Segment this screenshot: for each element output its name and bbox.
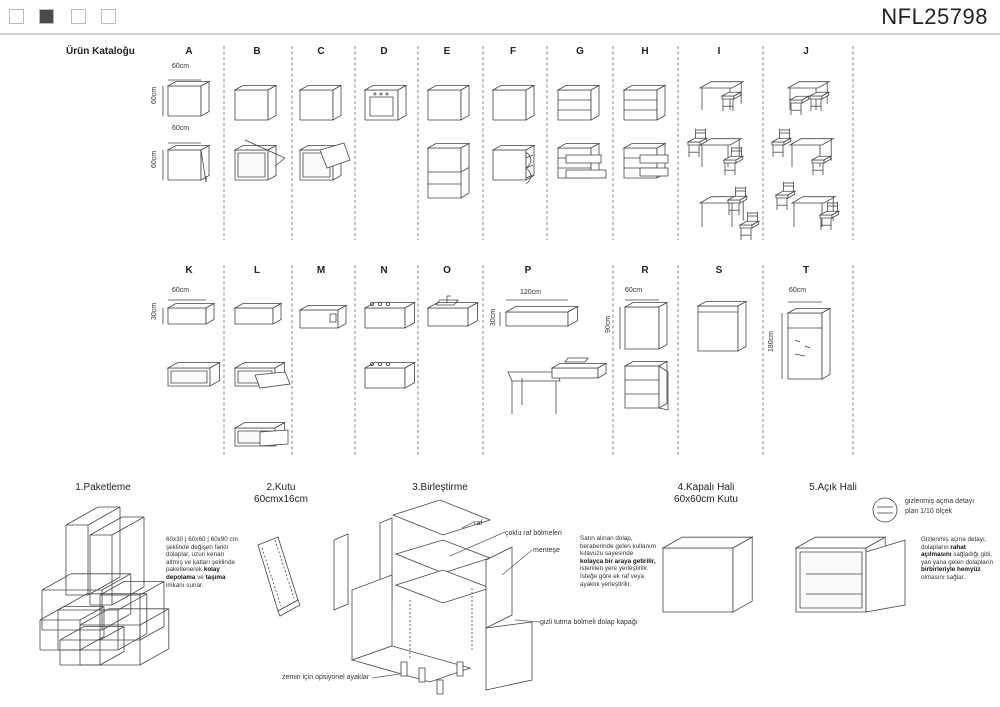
callout-shelf: raf [474, 520, 483, 527]
column-letter-r: R [641, 265, 649, 276]
callout-hinge: menteşe [533, 547, 560, 554]
column-letter-g: G [576, 46, 584, 57]
column-letter-b: B [253, 46, 261, 57]
step-closed-line1: 4.Kapalı Hali [677, 482, 735, 493]
step-packing-title: 1.Paketleme [75, 482, 131, 493]
product-r [620, 300, 668, 410]
column-separators [224, 46, 853, 455]
step-box-line2: 60cmx16cm [254, 494, 308, 505]
column-letter-s: S [715, 265, 723, 276]
flat-box [258, 537, 300, 616]
column-letter-t: T [802, 265, 810, 276]
step-box-line1: 2.Kutu [266, 482, 296, 493]
column-letter-i: I [717, 46, 721, 57]
product-t [782, 302, 830, 379]
step-closed-line2: 60x60cm Kutu [674, 494, 738, 505]
packing-note: 60x30 | 60x60 | 60x90 cm şeklinde değişe… [166, 536, 238, 589]
product-d [365, 86, 406, 121]
column-letter-p: P [524, 265, 532, 276]
callout-multi-shelf: çoklu raf bölmeleri [505, 530, 562, 537]
dim-a-width-1: 60cm [172, 63, 190, 70]
product-f [493, 86, 534, 185]
product-m [300, 306, 346, 329]
dim-a-width-2: 60cm [172, 125, 190, 132]
product-j [772, 82, 839, 230]
product-o [428, 296, 478, 326]
column-letter-a: A [185, 46, 193, 57]
product-a [163, 80, 209, 182]
step-assembly-title: 3.Birleştirme [412, 482, 468, 493]
column-letter-j: J [803, 46, 809, 57]
column-letter-h: H [641, 46, 649, 57]
step-box-title: 2.Kutu 60cmx16cm [254, 482, 308, 506]
step-closed-title: 4.Kapalı Hali 60x60cm Kutu [674, 482, 738, 506]
column-letter-c: C [317, 46, 325, 57]
product-s [698, 302, 746, 352]
product-b [235, 86, 285, 181]
column-letter-d: D [380, 46, 388, 57]
dim-k-width: 60cm [172, 287, 190, 294]
product-g [558, 86, 606, 179]
dim-t-height: 180cm [768, 330, 775, 352]
product-e [428, 86, 469, 199]
dim-r-width: 60cm [625, 287, 643, 294]
callout-detail-title: gizlenmiş açma detayı [905, 498, 975, 505]
color-swatch-3[interactable] [71, 9, 86, 24]
product-i [688, 82, 759, 240]
step-open-title: 5.Açık Hali [809, 482, 857, 493]
dim-p-height: 30cm [490, 308, 497, 326]
callout-hidden-handle-door: gizli tutma bölmeli dolap kapağı [540, 619, 638, 626]
dim-a-height-1: 60cm [151, 86, 158, 104]
product-p [500, 300, 606, 414]
product-k [163, 300, 220, 386]
product-n [365, 302, 415, 388]
packing-wireframe [40, 507, 169, 665]
product-c [300, 86, 350, 181]
catalog-title: Ürün Kataloğu [66, 46, 135, 57]
column-letter-m: M [316, 265, 326, 276]
column-letter-o: O [443, 265, 451, 276]
column-letter-n: N [380, 265, 388, 276]
product-l [235, 304, 290, 447]
exploded-assembly [334, 500, 540, 694]
column-letter-f: F [509, 46, 517, 57]
color-swatch-2[interactable] [39, 9, 54, 24]
column-letter-e: E [443, 46, 451, 57]
product-code: NFL25798 [881, 4, 988, 29]
callout-optional-feet: zemin için opsiyonel ayaklar [282, 674, 370, 681]
color-swatch-1[interactable] [9, 9, 24, 24]
column-letter-k: K [185, 265, 193, 276]
closed-cabinet [663, 537, 752, 612]
dim-k-height: 30cm [151, 302, 158, 320]
dim-a-height-2: 60cm [151, 150, 158, 168]
color-swatch-4[interactable] [101, 9, 116, 24]
open-state-note: Gizlenmiş açma detayı, dolapların rahat … [921, 536, 994, 581]
open-cabinet [796, 498, 905, 612]
product-h [624, 86, 668, 179]
dim-r-height: 90cm [605, 315, 612, 333]
dim-p-width: 120cm [520, 289, 542, 296]
column-letter-l: L [253, 265, 261, 276]
callout-detail-scale: plan 1/10 ölçek [905, 508, 953, 515]
assembly-note: Satın alınan dolap, beraberinde gelen ku… [580, 535, 656, 588]
dim-t-width: 60cm [789, 287, 807, 294]
